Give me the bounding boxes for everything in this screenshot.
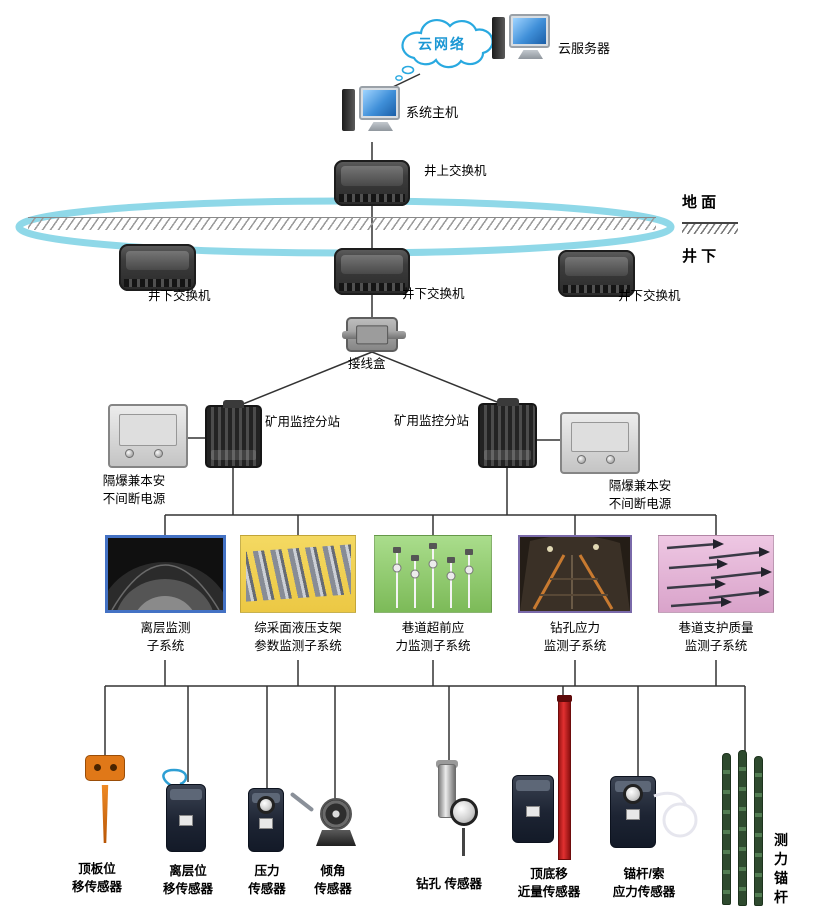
ups-left-icon bbox=[108, 404, 188, 468]
sensor-label: 顶板位 移传感器 bbox=[71, 862, 122, 894]
substation-left-icon bbox=[205, 400, 262, 468]
cloud-network-label: 云网络 bbox=[418, 36, 466, 52]
ground-symbol-icon bbox=[682, 222, 738, 234]
subsystem-label: 综采面液压支架 参数监测子系统 bbox=[254, 621, 342, 654]
mine-rail-photo-icon bbox=[518, 535, 632, 613]
underground-switch-right-icon bbox=[558, 250, 635, 297]
tilt-sensor-icon bbox=[312, 796, 360, 854]
separation-displacement-sensor-icon bbox=[158, 768, 218, 858]
surface-switch-label: 井上交换机 bbox=[424, 164, 487, 178]
anchor-rod-icon bbox=[738, 750, 747, 906]
subsystem-card-separation: 离层监测 子系统 bbox=[105, 535, 226, 656]
sensor-label: 压力 传感器 bbox=[248, 864, 286, 896]
server-monitor bbox=[509, 14, 550, 48]
sensor-label: 钻孔 传感器 bbox=[416, 877, 482, 891]
cloud-server-icon bbox=[492, 14, 554, 66]
sensor-label: 锚杆/索 应力传感器 bbox=[612, 867, 676, 899]
underground-switch-right-label: 井下交换机 bbox=[618, 289, 681, 303]
sensor-label: 倾角 传感器 bbox=[314, 864, 352, 896]
tunnel-photo-icon bbox=[105, 535, 226, 613]
red-pole-icon bbox=[558, 695, 571, 860]
underground-switch-left-label: 井下交换机 bbox=[148, 289, 211, 303]
sensor-label: 离层位 移传感器 bbox=[162, 864, 213, 896]
substation-left-label: 矿用监控分站 bbox=[265, 415, 341, 429]
subsystem-card-advance-stress: 巷道超前应 力监测子系统 bbox=[374, 535, 492, 656]
subsystem-label: 离层监测 子系统 bbox=[140, 621, 191, 654]
sensor-label: 顶底移 近量传感器 bbox=[517, 867, 581, 899]
ups-right-icon bbox=[560, 412, 640, 474]
pressure-sensor-icon bbox=[242, 782, 317, 862]
roof-displacement-sensor-icon bbox=[80, 753, 140, 848]
cloud-icon bbox=[395, 19, 494, 81]
subsystem-card-support-quality: 巷道支护质量 监测子系统 bbox=[658, 535, 774, 656]
underground-switch-middle-icon bbox=[334, 248, 410, 295]
subsystem-label: 巷道超前应 力监测子系统 bbox=[395, 621, 471, 654]
ups-left-label: 隔爆兼本安 不间断电源 bbox=[102, 474, 166, 506]
subsystem-label: 钻孔应力 监测子系统 bbox=[543, 621, 607, 654]
stress-gauges-photo-icon bbox=[374, 535, 492, 613]
ground-label: 地 面 bbox=[682, 194, 717, 211]
subsystem-card-borehole-stress: 钻孔应力 监测子系统 bbox=[518, 535, 632, 656]
convergence-sensor-icon bbox=[510, 695, 580, 863]
hydraulic-support-photo-icon bbox=[240, 535, 356, 613]
anchor-rod-icon bbox=[754, 756, 763, 906]
host-stand bbox=[368, 122, 393, 131]
host-monitor bbox=[359, 86, 400, 120]
borehole-sensor-icon bbox=[430, 760, 490, 858]
ground-surface-hatch bbox=[28, 217, 656, 230]
ups-right-label: 隔爆兼本安 不间断电源 bbox=[608, 479, 672, 511]
cloud-server-label: 云服务器 bbox=[558, 41, 611, 56]
cable-loop-icon bbox=[653, 791, 698, 838]
junction-box-label: 接线盒 bbox=[348, 357, 386, 371]
probe-icon bbox=[289, 791, 315, 813]
anchor-rod-icon bbox=[722, 753, 731, 905]
junction-box-icon bbox=[342, 317, 406, 352]
host-tower bbox=[342, 89, 355, 131]
bolt-stress-sensor-icon bbox=[606, 772, 706, 852]
system-host-icon bbox=[342, 86, 404, 138]
substation-right-icon bbox=[478, 398, 537, 468]
anchor-tools-photo-icon bbox=[658, 535, 774, 613]
substation-right-label: 矿用监控分站 bbox=[394, 414, 470, 428]
sensor-label-vertical: 测 力 锚 杆 bbox=[774, 832, 788, 905]
underground-label: 井 下 bbox=[682, 248, 717, 265]
server-tower bbox=[492, 17, 505, 59]
cloud-network: 云网络 bbox=[388, 8, 496, 84]
underground-switch-middle-label: 井下交换机 bbox=[402, 287, 465, 301]
subsystem-card-hydraulic: 综采面液压支架 参数监测子系统 bbox=[240, 535, 356, 656]
surface-switch-icon bbox=[334, 160, 410, 206]
underground-switch-left-icon bbox=[119, 244, 196, 291]
server-stand bbox=[518, 50, 543, 59]
system-host-label: 系统主机 bbox=[406, 105, 459, 120]
subsystem-label: 巷道支护质量 监测子系统 bbox=[678, 621, 754, 654]
